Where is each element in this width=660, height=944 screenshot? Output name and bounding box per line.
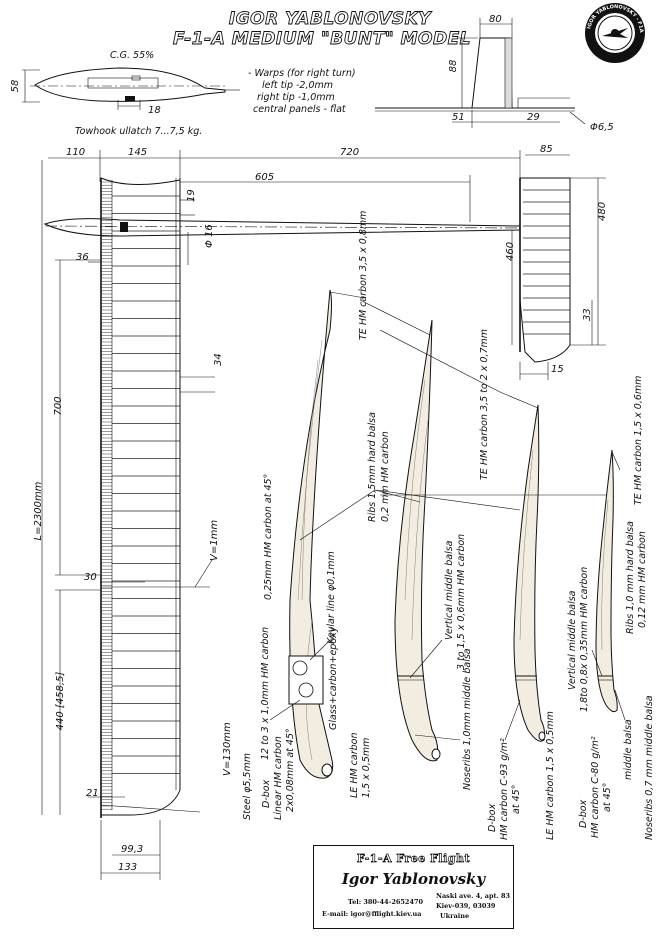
title-line-1: IGOR YABLONOVSKY [229, 9, 432, 29]
dbox-hatch [101, 181, 112, 810]
wing-planform: 110 145 720 85 605 19 Φ 16 [33, 144, 608, 880]
dim-span: L=2300mm [33, 481, 44, 540]
dim-700: 700 [53, 396, 64, 415]
leader-lines [269, 291, 626, 741]
dim-v1: V=1mm [209, 520, 220, 561]
dim-33: 33 [582, 308, 593, 321]
fin-side-view: 80 88 51 29 Φ6,5 [375, 14, 614, 133]
label-glass: Glass+carbon+epoxy [328, 626, 339, 730]
dim-133: 133 [118, 862, 137, 873]
label-vmid2-b: 1,8to 0,8x 0,35mm HM carbon [579, 567, 590, 712]
title-block-email: E-mail: igor@fflight.kiev.ua [322, 910, 422, 918]
label-noseribs1: Noseribs 1,0mm middle balsa [462, 648, 473, 790]
label-ribs-a1: Ribs 1,5mm hard balsa [367, 412, 378, 522]
dim-16: Φ 16 [204, 224, 215, 248]
label-le1b: 1,5 x 0,5mm [361, 738, 372, 798]
title-block-tel: Tel: 380-44-2652470 [348, 898, 424, 906]
dim-480: 480 [597, 202, 608, 221]
label-middle: middle balsa [623, 719, 634, 780]
dim-145: 145 [128, 147, 147, 158]
warps-right: right tip -1,0mm [257, 92, 335, 103]
dim-605: 605 [255, 172, 274, 183]
stab-ribs [523, 189, 570, 335]
label-vmid-a: Vertical middle balsa [444, 540, 455, 640]
title-block: F-1-A Free Flight Igor Yablonovsky Tel: … [313, 845, 514, 929]
label-te-c: TE HM carbon 1,5 x 0,6mm [633, 376, 644, 505]
dim-85: 85 [540, 144, 553, 155]
logo-seal: IGOR YABLONOVSKY - F1A [585, 3, 645, 63]
dim-88: 88 [448, 60, 459, 73]
dim-29: 29 [527, 112, 540, 123]
title-block-addr1: Naski ave. 4, apt. 83 [436, 892, 511, 900]
dim-440: 440 [458,5] [55, 672, 66, 731]
label-noseribs2: Noseribs 0,7 mm middle balsa [644, 695, 655, 840]
cg-label: C.G. 55% [110, 50, 154, 61]
dim-720: 720 [340, 147, 359, 158]
dim-34: 34 [213, 353, 224, 366]
section-outer [513, 404, 546, 742]
dim-51: 51 [452, 112, 465, 123]
label-ribs-a2: 0,2 mm HM carbon [380, 431, 391, 522]
section-tip [595, 449, 618, 713]
dim-v130: V=130mm [222, 722, 233, 776]
warps-title: - Warps (for right turn) [248, 68, 356, 79]
dim-30: 30 [84, 572, 97, 583]
label-ribs2-b: 0,12 mm HM carbon [637, 531, 648, 628]
label-te-a: TE HM carbon 3,5 x 0,8mm [358, 211, 369, 340]
label-vmid-b: 3 to 1,5 x 0,6mm HM carbon [456, 534, 467, 670]
label-dbox2c: at 45° [511, 785, 522, 814]
fuselage-side-view: 58 18 C.G. 55% Towhook ullatch 7...7,5 k… [10, 50, 240, 137]
label-le2: LE HM carbon 1,5 x 0,5mm [545, 711, 556, 840]
dim-tube: Φ6,5 [590, 122, 614, 133]
label-le1a: LE HM carbon [349, 733, 360, 799]
label-te-b: TE HM carbon 3,5 to 2 x 0,7mm [479, 329, 490, 480]
material-labels: TE HM carbon 3,5 x 0,8mm TE HM carbon 3,… [242, 211, 655, 840]
dim-58: 58 [10, 80, 21, 93]
dim-36: 36 [76, 252, 89, 263]
label-dbox1b: Linear HM carbon [273, 736, 284, 820]
label-dbox2a: D-box [487, 803, 498, 832]
label-steel: Steel φ5,5mm [242, 753, 253, 820]
label-spar: 12 to 3 x 1,0mm HM carbon [260, 627, 271, 760]
title-line-2: F-1-A MEDIUM "BUNT" MODEL [173, 29, 471, 49]
title-block-addr2: Kiev-039, 03039 [436, 902, 496, 910]
warps-central: central panels - flat [253, 104, 347, 115]
towhook-label: Towhook ullatch 7...7,5 kg. [75, 126, 202, 137]
title-block-name: Igor Yablonovsky [341, 870, 486, 888]
title-block-head: F-1-A Free Flight [356, 852, 471, 866]
warps-left: left tip -2,0mm [262, 80, 333, 91]
label-dbox1a: D-box [261, 779, 272, 808]
label-dbox3c: at 45° [602, 783, 613, 812]
dim-460: 460 [505, 242, 516, 261]
label-dbox3b: HM carbon C-80 g/m² [590, 736, 601, 838]
dim-15: 15 [551, 364, 564, 375]
dim-80: 80 [489, 14, 502, 25]
section-root [288, 289, 334, 779]
label-dbox2b: HM carbon C-93 g/m² [499, 738, 510, 840]
dim-18: 18 [148, 105, 161, 116]
wing-ribs [112, 195, 180, 774]
label-dbox3a: D-box [578, 799, 589, 828]
section-mid [394, 319, 441, 762]
dim-99: 99,3 [121, 844, 143, 855]
label-ribs2-a: Ribs 1,0 mm hard balsa [625, 521, 636, 634]
label-hm45: 0,25mm HM carbon at 45° [263, 474, 274, 600]
dim-19: 19 [186, 189, 197, 202]
label-dbox1c: 2x0,08mm at 45° [285, 728, 296, 812]
dim-21: 21 [86, 788, 99, 799]
warps-notes: - Warps (for right turn) left tip -2,0mm… [248, 68, 356, 115]
dim-110: 110 [66, 147, 85, 158]
title-block-addr3: Ukraine [440, 912, 470, 920]
label-kevlar: Kevlar line φ0,1mm [326, 551, 337, 644]
label-vmid2-a: Vertical middle balsa [567, 590, 578, 690]
